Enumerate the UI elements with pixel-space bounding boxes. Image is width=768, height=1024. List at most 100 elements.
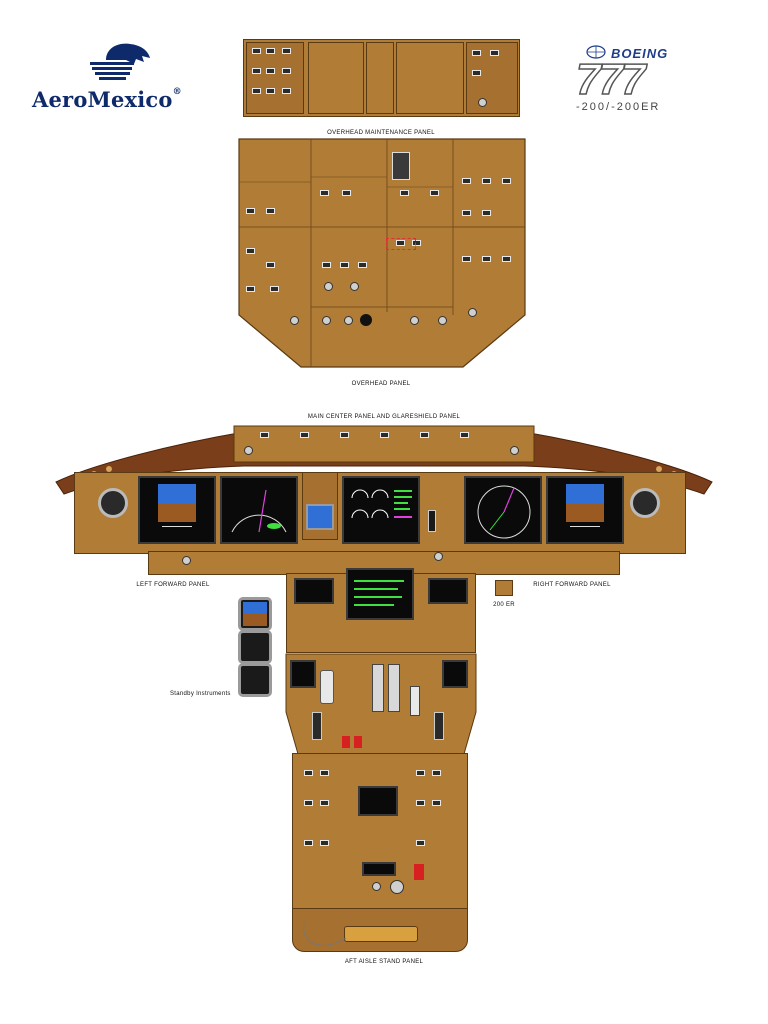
overhead-switch[interactable]: [320, 190, 329, 196]
maint-section-center-2: [366, 42, 394, 114]
overhead-switch[interactable]: [358, 262, 367, 268]
mcp-knob[interactable]: [510, 446, 519, 455]
overhead-switch[interactable]: [246, 208, 255, 214]
speedbrake-lever[interactable]: [320, 670, 334, 704]
maint-switch[interactable]: [282, 68, 291, 74]
radio-switch[interactable]: [304, 770, 313, 776]
mcp-switch[interactable]: [420, 432, 429, 438]
overhead-knob[interactable]: [410, 316, 419, 325]
overhead-switch[interactable]: [246, 248, 255, 254]
thrust-lever-right[interactable]: [388, 664, 400, 712]
fo-nd: [464, 476, 542, 544]
fire-handle[interactable]: [414, 864, 424, 880]
radio-switch[interactable]: [432, 800, 441, 806]
overhead-switch[interactable]: [482, 178, 491, 184]
maint-switch[interactable]: [282, 48, 291, 54]
radio-switch[interactable]: [320, 840, 329, 846]
overhead-switch[interactable]: [340, 262, 349, 268]
maint-switch[interactable]: [266, 68, 275, 74]
mcp-switch[interactable]: [340, 432, 349, 438]
overhead-knob[interactable]: [322, 316, 331, 325]
captain-nd-arc: [231, 489, 287, 533]
overhead-switch[interactable]: [342, 190, 351, 196]
overhead-knob[interactable]: [324, 282, 333, 291]
radio-switch[interactable]: [304, 800, 313, 806]
maint-switch[interactable]: [490, 50, 499, 56]
maint-switch[interactable]: [472, 70, 481, 76]
radio-switch[interactable]: [416, 770, 425, 776]
maint-switch[interactable]: [266, 88, 275, 94]
radio-switch[interactable]: [320, 770, 329, 776]
overhead-switch[interactable]: [462, 178, 471, 184]
overhead-knob[interactable]: [290, 316, 299, 325]
overhead-panel: [238, 138, 526, 368]
overhead-knob[interactable]: [344, 316, 353, 325]
right-weather-display: [442, 660, 468, 688]
panel-knob[interactable]: [434, 552, 443, 561]
standby-sky: [243, 602, 267, 614]
captain-pfd-heading: [162, 526, 192, 539]
fo-nd-rose: [477, 485, 531, 539]
maint-switch[interactable]: [252, 68, 261, 74]
maint-switch[interactable]: [252, 88, 261, 94]
overhead-switch[interactable]: [462, 210, 471, 216]
center-cdu-screen: [346, 568, 414, 620]
radio-switch[interactable]: [432, 770, 441, 776]
maint-switch[interactable]: [472, 50, 481, 56]
stab-trim-cutout[interactable]: [312, 712, 322, 740]
maint-switch[interactable]: [266, 48, 275, 54]
maint-switch[interactable]: [252, 48, 261, 54]
maint-knob[interactable]: [478, 98, 487, 107]
overhead-maintenance-panel: [243, 39, 520, 117]
mcp-switch[interactable]: [380, 432, 389, 438]
radio-switch[interactable]: [416, 840, 425, 846]
standby-airspeed-indicator: [238, 630, 272, 664]
mcp-knob[interactable]: [244, 446, 253, 455]
mcp-switch[interactable]: [460, 432, 469, 438]
rudder-trim-knob[interactable]: [390, 880, 404, 894]
radio-switch[interactable]: [416, 800, 425, 806]
maint-section-right: [466, 42, 518, 114]
aft-center-display: [358, 786, 398, 816]
fuel-control-switch-right[interactable]: [354, 736, 362, 748]
overhead-switch[interactable]: [482, 210, 491, 216]
overhead-knob[interactable]: [468, 308, 477, 317]
flap-lever[interactable]: [410, 686, 420, 716]
overhead-switch[interactable]: [266, 208, 275, 214]
overhead-switch[interactable]: [502, 178, 511, 184]
maint-switch[interactable]: [282, 88, 291, 94]
overhead-switch[interactable]: [482, 256, 491, 262]
aft-knob[interactable]: [372, 882, 381, 891]
overhead-switch[interactable]: [266, 262, 275, 268]
thrust-lever-left[interactable]: [372, 664, 384, 712]
overhead-switch[interactable]: [400, 190, 409, 196]
overhead-dark-knob[interactable]: [360, 314, 372, 326]
fo-pfd-heading: [570, 526, 600, 539]
mcp-switch[interactable]: [260, 432, 269, 438]
landing-gear-lever[interactable]: [428, 510, 436, 532]
fuel-control-switch-left[interactable]: [342, 736, 350, 748]
radio-switch[interactable]: [304, 840, 313, 846]
overhead-knob[interactable]: [350, 282, 359, 291]
overhead-knob[interactable]: [438, 316, 447, 325]
left-clock: [98, 488, 128, 518]
overhead-switch[interactable]: [322, 262, 331, 268]
overhead-switch[interactable]: [462, 256, 471, 262]
airline-name: AeroMexico®: [32, 87, 182, 112]
overhead-pushbutton-box[interactable]: [392, 152, 410, 180]
aeromexico-logo-icon: [90, 43, 150, 80]
main-center-glareshield-label: MAIN CENTER PANEL AND GLARESHIELD PANEL: [307, 414, 461, 420]
mcp-switch[interactable]: [300, 432, 309, 438]
overhead-switch[interactable]: [270, 286, 279, 292]
aft-aisle-stand-label: AFT AISLE STAND PANEL: [344, 959, 424, 965]
overhead-switch[interactable]: [396, 240, 405, 246]
overhead-switch[interactable]: [502, 256, 511, 262]
parking-brake[interactable]: [434, 712, 444, 740]
panel-knob[interactable]: [182, 556, 191, 565]
right-cdu-screen: [428, 578, 468, 604]
overhead-switch[interactable]: [412, 240, 421, 246]
overhead-switch[interactable]: [246, 286, 255, 292]
overhead-switch[interactable]: [430, 190, 439, 196]
overhead-alert-box[interactable]: [386, 238, 416, 250]
radio-switch[interactable]: [320, 800, 329, 806]
